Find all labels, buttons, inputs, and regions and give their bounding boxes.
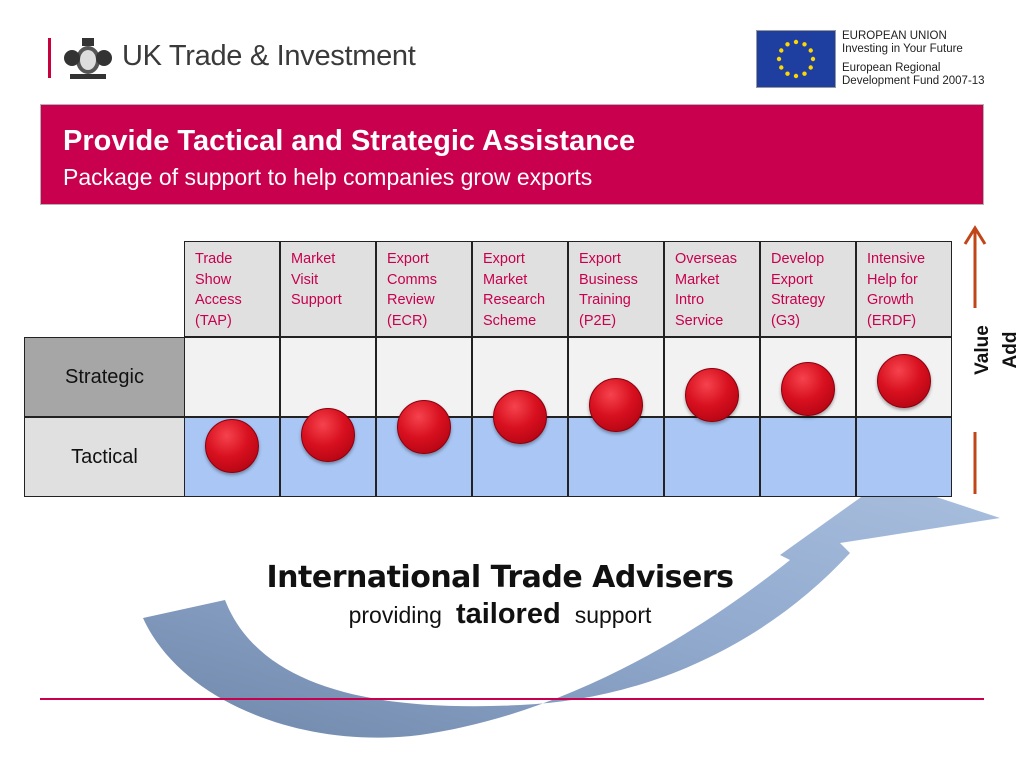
eu-star — [802, 71, 807, 76]
eu-star — [808, 65, 813, 70]
support-level-dot — [589, 378, 643, 433]
logo-divider — [48, 38, 51, 78]
advisers-sub-after: support — [574, 602, 652, 628]
eu-star — [810, 56, 816, 62]
eu-star — [808, 48, 813, 53]
footer-divider — [40, 698, 984, 700]
page-title: Provide Tactical and Strategic Assistanc… — [63, 125, 636, 157]
matrix-cell — [184, 337, 280, 417]
eu-star — [776, 56, 782, 62]
support-level-dot — [877, 354, 931, 409]
eu-line: Investing in Your Future — [842, 43, 963, 55]
column-header: Develop Export Strategy (G3) — [760, 241, 856, 337]
matrix-cell — [664, 417, 760, 497]
support-level-dot — [781, 361, 835, 416]
support-level-dot — [397, 399, 451, 454]
eu-star — [793, 39, 799, 45]
matrix-cell — [760, 417, 856, 497]
eu-line: Development Fund 2007-13 — [842, 75, 985, 87]
advisers-title: International Trade Advisers — [266, 560, 734, 595]
eu-line: European Regional — [842, 62, 941, 74]
row-label-strategic: Strategic — [24, 337, 185, 417]
eu-star — [785, 71, 790, 76]
advisers-sub-emphasis: tailored — [455, 598, 561, 630]
row-label-tactical: Tactical — [24, 417, 185, 497]
title-banner: Provide Tactical and Strategic Assistanc… — [40, 104, 984, 205]
royal-crest-logo — [64, 38, 112, 79]
eu-line: EUROPEAN UNION — [842, 30, 947, 42]
value-add-arrow — [963, 225, 987, 494]
eu-star — [779, 65, 784, 70]
eu-funding-text: EUROPEAN UNION Investing in Your Future … — [842, 30, 985, 88]
column-header: Trade Show Access (TAP) — [184, 241, 280, 337]
support-level-dot — [685, 368, 739, 423]
column-header: Export Business Training (P2E) — [568, 241, 664, 337]
brand-name: UK Trade & Investment — [122, 40, 416, 72]
eu-star — [802, 42, 807, 47]
column-header: Intensive Help for Growth (ERDF) — [856, 241, 952, 337]
matrix-cell — [856, 417, 952, 497]
eu-star — [779, 48, 784, 53]
eu-star — [785, 42, 790, 47]
matrix-cell — [280, 337, 376, 417]
support-level-dot — [493, 390, 547, 445]
advisers-subtitle: providing tailored support — [0, 598, 1000, 631]
eu-flag-icon — [756, 30, 836, 88]
column-header: Overseas Market Intro Service — [664, 241, 760, 337]
value-add-label: Value Add — [972, 325, 1021, 375]
column-header: Export Market Research Scheme — [472, 241, 568, 337]
advisers-sub-before: providing — [348, 602, 442, 628]
column-header: Market Visit Support — [280, 241, 376, 337]
column-header: Export Comms Review (ECR) — [376, 241, 472, 337]
support-level-dot — [205, 419, 259, 474]
page-subtitle: Package of support to help companies gro… — [63, 164, 593, 190]
support-level-dot — [301, 408, 355, 463]
eu-star — [793, 73, 799, 79]
